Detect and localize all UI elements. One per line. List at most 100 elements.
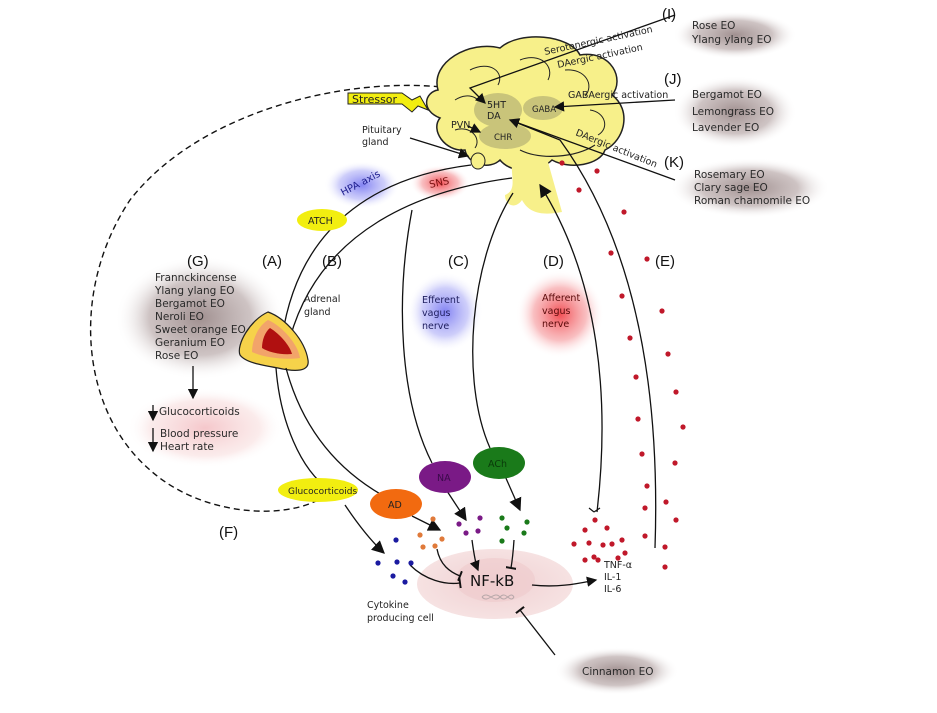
cytokine-dot bbox=[642, 505, 648, 511]
eo-G-1: Ylang ylang EO bbox=[154, 285, 235, 297]
panel-label-B: (B) bbox=[322, 253, 342, 270]
cytokine-dot bbox=[591, 554, 597, 560]
ach-dot bbox=[521, 530, 527, 536]
feedback-dashed-line bbox=[89, 84, 487, 512]
cytokine-dot bbox=[586, 540, 592, 546]
adrenal-label-1: Adrenal bbox=[304, 294, 340, 305]
glucocorticoid-inhibit bbox=[409, 564, 462, 589]
sns-label: SNS bbox=[428, 176, 450, 191]
cytokine-dot bbox=[619, 293, 625, 299]
dna-icon bbox=[481, 594, 515, 600]
cytokine-dot bbox=[662, 544, 668, 550]
eo-J-1: Lemongrass EO bbox=[692, 106, 774, 118]
ach-arrow bbox=[504, 475, 522, 512]
na-badge-label: NA bbox=[437, 473, 451, 484]
label-pituitary-2: gland bbox=[362, 137, 389, 148]
label-pituitary-1: Pituitary bbox=[362, 125, 402, 136]
cytokine-dot bbox=[592, 517, 598, 523]
gabaergic-line bbox=[553, 99, 676, 112]
effects-halo-G bbox=[127, 388, 283, 468]
cytokine-dot bbox=[642, 533, 648, 539]
glucocorticoid-dot bbox=[402, 579, 408, 585]
daergic-line-k bbox=[508, 118, 676, 181]
cell-label-2: producing cell bbox=[367, 613, 434, 624]
efferent-label-3: nerve bbox=[422, 321, 449, 332]
panel-label-G: (G) bbox=[187, 253, 209, 270]
serotonergic-line bbox=[468, 14, 676, 104]
cytokine-dot bbox=[608, 250, 614, 256]
cinnamon-inhibit bbox=[515, 606, 556, 656]
efferent-label-1: Efferent bbox=[422, 295, 460, 306]
ach-dot bbox=[499, 515, 505, 521]
stressor-label: Stressor bbox=[352, 93, 398, 106]
eo-K-1: Clary sage EO bbox=[694, 182, 768, 194]
eo-halo-J bbox=[673, 76, 797, 148]
atch-label: ATCH bbox=[308, 216, 333, 227]
ad-inhibit bbox=[436, 548, 463, 582]
cytokine-dot bbox=[673, 389, 679, 395]
eo-group-G: Frannckincense Ylang ylang EO Bergamot E… bbox=[154, 272, 246, 362]
panel-label-K: (K) bbox=[664, 154, 684, 171]
glucocorticoid-dot bbox=[393, 537, 399, 543]
cytokine-tnf: TNF-α bbox=[603, 560, 632, 571]
adrenal-ad-path bbox=[285, 367, 383, 496]
ad-badge bbox=[370, 489, 422, 519]
adrenal-label-2: gland bbox=[304, 307, 331, 318]
label-gaba: GABA bbox=[532, 105, 556, 115]
adrenal-gland bbox=[238, 311, 309, 371]
ach-dot bbox=[499, 538, 505, 544]
eo-K-2: Roman chamomile EO bbox=[694, 195, 810, 207]
cytokine-dot bbox=[644, 256, 650, 262]
cytokine-dot bbox=[673, 517, 679, 523]
panel-label-C: (C) bbox=[448, 253, 469, 270]
cytokine-dot bbox=[665, 351, 671, 357]
eo-K-0: Rosemary EO bbox=[694, 169, 765, 181]
na-dot bbox=[477, 515, 483, 521]
brainstem bbox=[505, 158, 562, 214]
brain bbox=[425, 36, 625, 214]
cytokine-dot bbox=[571, 541, 577, 547]
efferent-label-2: vagus bbox=[422, 308, 450, 319]
panel-label-J: (J) bbox=[664, 71, 682, 88]
afferent-label-1: Afferent bbox=[542, 293, 580, 304]
molecule-dots bbox=[375, 160, 686, 585]
ach-inhibit bbox=[505, 539, 517, 570]
cytokine-dot bbox=[644, 483, 650, 489]
eo-halo-cinnamon bbox=[555, 647, 679, 695]
cytokine-dot bbox=[672, 460, 678, 466]
glucocorticoid-dot bbox=[408, 560, 414, 566]
pvn-arrow bbox=[467, 123, 482, 133]
ad-dot bbox=[430, 516, 436, 522]
panel-label-A: (A) bbox=[262, 253, 282, 270]
na-to-nfkb bbox=[469, 539, 480, 572]
ach-dot bbox=[524, 519, 530, 525]
sns-path bbox=[289, 177, 513, 339]
cytokine-dot bbox=[600, 542, 606, 548]
ad-dot bbox=[432, 543, 438, 549]
ad-dot bbox=[417, 532, 423, 538]
glucocorticoids-badge bbox=[278, 478, 358, 502]
cytokine-dot bbox=[582, 557, 588, 563]
efferent-halo bbox=[407, 272, 483, 352]
cytokine-dot bbox=[621, 209, 627, 215]
ad-dot bbox=[420, 544, 426, 550]
afferent-label-3: nerve bbox=[542, 319, 569, 330]
cytokine-dot bbox=[662, 564, 668, 570]
cytokine-dot bbox=[594, 168, 600, 174]
afferent-label-2: vagus bbox=[542, 306, 570, 317]
na-dot bbox=[456, 521, 462, 527]
eo-G-4: Sweet orange EO bbox=[155, 324, 246, 336]
ad-dot bbox=[439, 536, 445, 542]
eo-I-0: Rose EO bbox=[692, 20, 735, 32]
hpa-axis-path bbox=[281, 164, 472, 339]
eo-G-0: Frannckincense bbox=[155, 272, 237, 284]
panel-label-D: (D) bbox=[543, 253, 564, 270]
ach-badge bbox=[473, 447, 525, 479]
atch-badge bbox=[297, 209, 347, 231]
cytokine-dot bbox=[663, 499, 669, 505]
panel-label-I: (I) bbox=[662, 6, 676, 23]
label-pvn: PVN bbox=[451, 120, 470, 131]
cytokine-dot bbox=[627, 335, 633, 341]
glucocorticoid-dot bbox=[375, 560, 381, 566]
hpa-halo bbox=[324, 161, 400, 209]
